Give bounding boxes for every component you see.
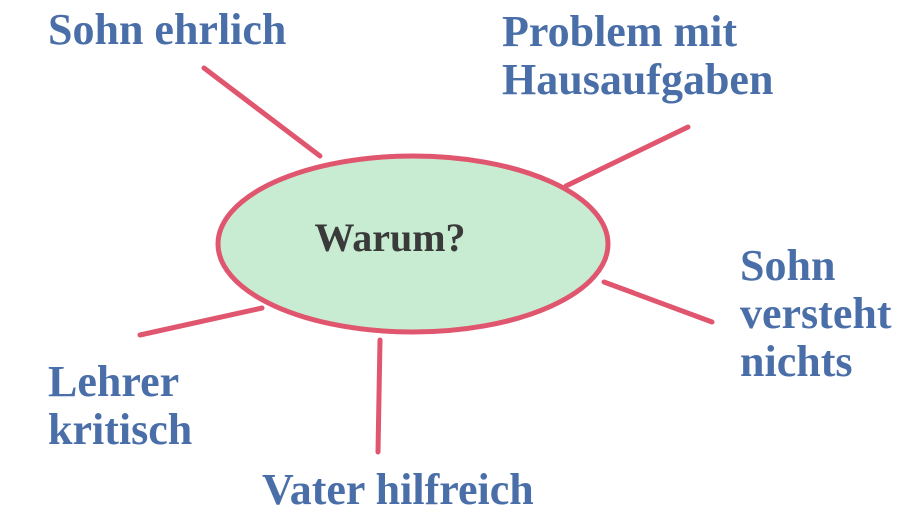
- connector-sohn-versteht-nichts: [601, 279, 715, 325]
- hub-node: Warum?: [215, 153, 611, 335]
- hub-label: Warum?: [314, 215, 465, 260]
- branch-line: Sohn ehrlich: [48, 5, 287, 54]
- branch-label-sohn-ehrlich: Sohn ehrlich: [48, 6, 286, 54]
- branch-line: Sohn: [740, 241, 836, 290]
- branch-line: Lehrer: [48, 357, 180, 406]
- branch-label-sohn-versteht-nichts: Sohn versteht nichts: [740, 242, 892, 386]
- branch-label-problem-hausaufgaben: Problem mit Hausaufgaben: [502, 8, 773, 104]
- connector-lehrer-kritisch: [137, 305, 265, 338]
- branch-label-lehrer-kritisch: Lehrer kritisch: [48, 358, 192, 454]
- connector-sohn-ehrlich: [201, 65, 323, 159]
- branch-line: Vater hilfreich: [262, 465, 534, 514]
- branch-line: Hausaufgaben: [502, 55, 774, 104]
- connector-vater-hilfreich: [375, 337, 383, 455]
- branch-label-vater-hilfreich: Vater hilfreich: [262, 466, 534, 514]
- branch-line: kritisch: [48, 405, 193, 454]
- connector-problem-hausaufgaben: [563, 124, 691, 189]
- hub-ellipse: [215, 153, 611, 335]
- branch-line: Problem mit: [502, 7, 738, 56]
- branch-line: versteht: [740, 289, 892, 338]
- branch-line: nichts: [740, 337, 853, 386]
